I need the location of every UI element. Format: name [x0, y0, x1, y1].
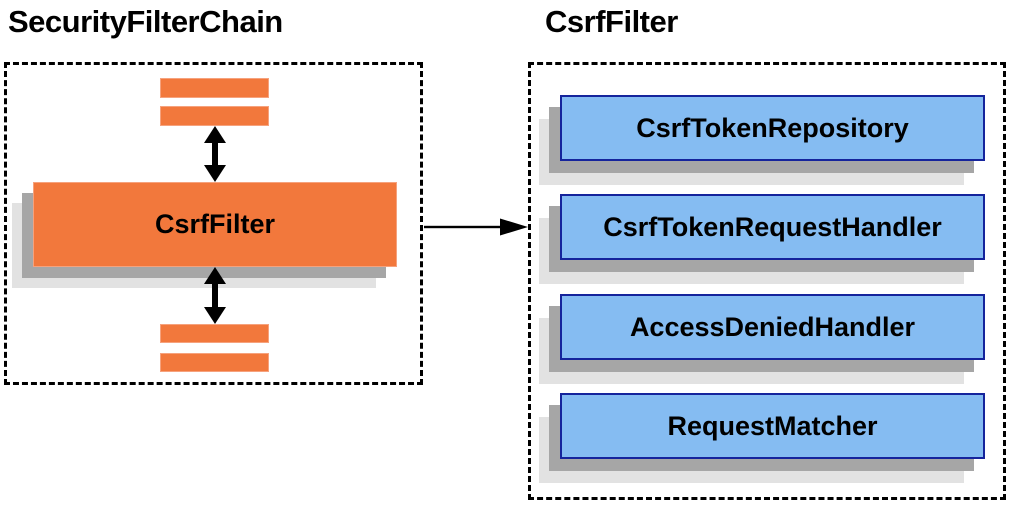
filter-chain-bar — [160, 353, 269, 372]
filter-chain-bar — [160, 324, 269, 343]
right-arrow-icon — [424, 218, 528, 236]
right-panel-title: CsrfFilter — [545, 4, 678, 39]
filter-chain-bar — [160, 106, 269, 126]
component-csrf-token-request-handler: CsrfTokenRequestHandler — [560, 194, 985, 260]
csrf-filter-node-label: CsrfFilter — [154, 209, 276, 239]
csrf-filter-container — [528, 62, 1006, 500]
component-label: CsrfTokenRequestHandler — [603, 211, 942, 242]
component-label: RequestMatcher — [667, 410, 878, 441]
component-access-denied-handler: AccessDeniedHandler — [560, 294, 985, 360]
component-label: AccessDeniedHandler — [629, 311, 916, 342]
component-request-matcher: RequestMatcher — [560, 393, 985, 459]
security-filter-chain-container — [4, 62, 423, 385]
csrf-filter-node: CsrfFilter — [33, 182, 397, 267]
component-label: CsrfTokenRepository — [636, 112, 909, 143]
filter-chain-bar — [160, 78, 269, 98]
double-vertical-arrow-icon — [204, 126, 226, 182]
component-csrf-token-repository: CsrfTokenRepository — [560, 95, 985, 161]
left-panel-title: SecurityFilterChain — [8, 4, 283, 39]
double-vertical-arrow-icon — [204, 267, 226, 324]
